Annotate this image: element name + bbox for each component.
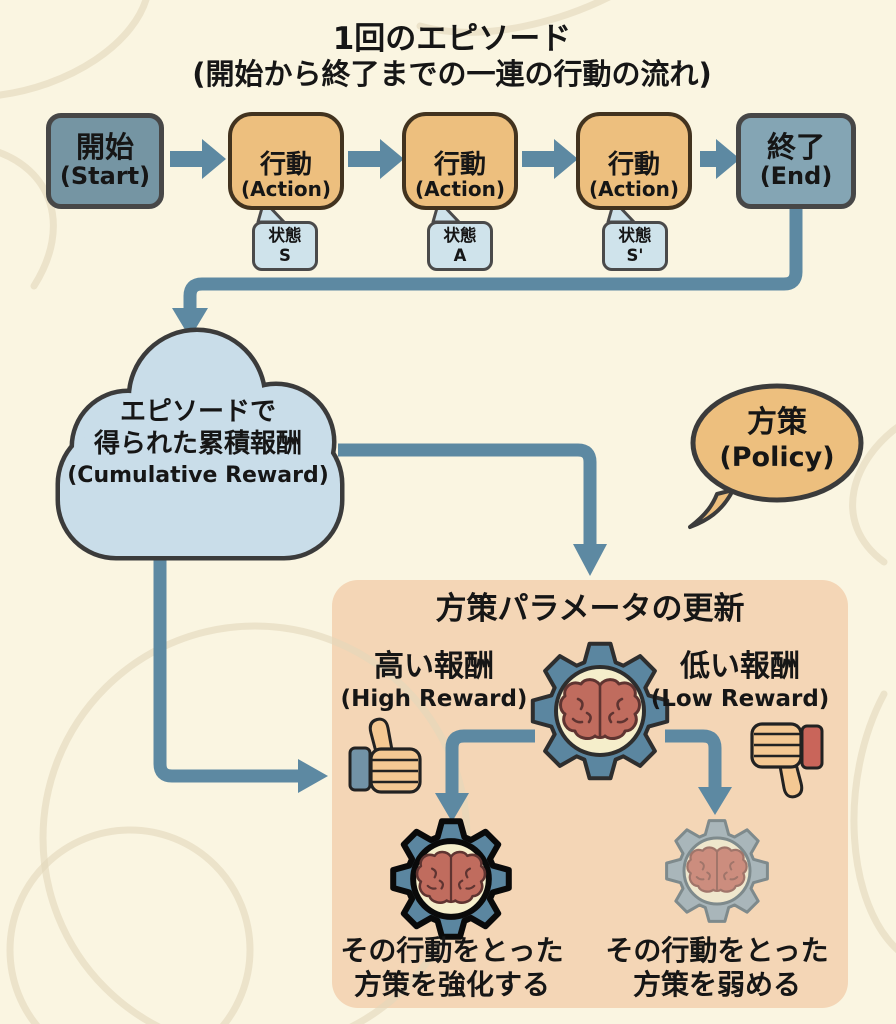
- action2-label-jp: 行動: [433, 150, 486, 181]
- branch-low-reward-arrow: [665, 729, 722, 790]
- state3-symbol: S': [626, 246, 644, 265]
- action3-label-jp: 行動: [607, 150, 660, 181]
- start-label-en: (Start): [59, 161, 151, 190]
- low-reward-label-en: (Low Reward): [650, 686, 830, 712]
- node-action-3: 行動 (Action): [576, 112, 692, 210]
- high-reward-label-jp: 高い報酬: [374, 649, 494, 684]
- strengthen-text-line2: 方策を強化する: [353, 968, 551, 1001]
- diagram-title-line2: (開始から終了までの一連の行動の流れ): [192, 57, 712, 91]
- high-reward-label-en: (High Reward): [340, 686, 528, 712]
- policy-label-jp: 方策: [747, 405, 807, 440]
- thumbs-up-icon: [348, 717, 422, 794]
- end-label-en: (End): [759, 161, 833, 190]
- state1-symbol: S: [279, 246, 291, 265]
- connector-cloud-to-panel-left: [153, 554, 302, 783]
- strengthen-text-line1: その行動をとった: [340, 934, 564, 967]
- gear-brain-icon-weaken: [665, 819, 769, 923]
- cloud-text-line3: (Cumulative Reward): [67, 463, 329, 488]
- state-bubble-a: 状態 A: [427, 221, 493, 271]
- end-label-jp: 終了: [766, 130, 825, 165]
- arrowhead-strengthen: [435, 793, 469, 822]
- arrowhead-into-cloud: [172, 308, 208, 338]
- policy-label-en: (Policy): [719, 442, 835, 473]
- gear-brain-icon-center: [530, 641, 670, 781]
- arrowhead-weaken: [698, 787, 732, 815]
- connector-cloud-to-panel-top: [338, 443, 597, 548]
- weaken-text-line2: 方策を弱める: [632, 968, 802, 1001]
- arrow-action3-to-end: [700, 139, 740, 179]
- action2-label-en: (Action): [414, 177, 505, 202]
- state2-label: 状態: [443, 226, 477, 246]
- action3-label-en: (Action): [588, 177, 679, 202]
- arrowhead-into-panel-left: [298, 759, 328, 793]
- action1-label-en: (Action): [240, 177, 331, 202]
- node-action-1: 行動 (Action): [228, 112, 344, 210]
- state2-symbol: A: [453, 246, 467, 265]
- low-reward-label-jp: 低い報酬: [680, 649, 800, 684]
- speech-bubble-policy: [688, 383, 864, 529]
- cloud-text-line2: 得られた累積報酬: [93, 429, 303, 459]
- arrow-action1-to-action2: [348, 139, 404, 179]
- state1-label: 状態: [268, 226, 302, 246]
- gear-brain-icon-strengthen: [391, 819, 511, 939]
- arrow-start-to-action1: [170, 139, 226, 179]
- weaken-text-line1: その行動をとった: [605, 934, 829, 967]
- state-bubble-s: 状態 S: [252, 221, 318, 271]
- state-bubble-s-prime: 状態 S': [602, 221, 668, 271]
- node-end: 終了 (End): [736, 113, 856, 209]
- node-start: 開始 (Start): [46, 113, 164, 209]
- thumbs-down-icon: [750, 722, 824, 799]
- start-label-jp: 開始: [75, 130, 134, 165]
- node-action-2: 行動 (Action): [402, 112, 518, 210]
- cloud-text-line1: エピソードで: [119, 397, 277, 427]
- state3-label: 状態: [618, 226, 652, 246]
- cloud-shape: [55, 327, 345, 561]
- connector-end-to-cloud: [183, 209, 803, 312]
- branch-high-reward-arrow: [445, 729, 535, 795]
- panel-title: 方策パラメータの更新: [435, 591, 745, 627]
- action1-label-jp: 行動: [259, 150, 312, 181]
- arrow-action2-to-action3: [522, 139, 578, 179]
- arrowhead-into-panel-top: [573, 544, 607, 576]
- diagram-title-line1: 1回のエピソード: [332, 21, 572, 57]
